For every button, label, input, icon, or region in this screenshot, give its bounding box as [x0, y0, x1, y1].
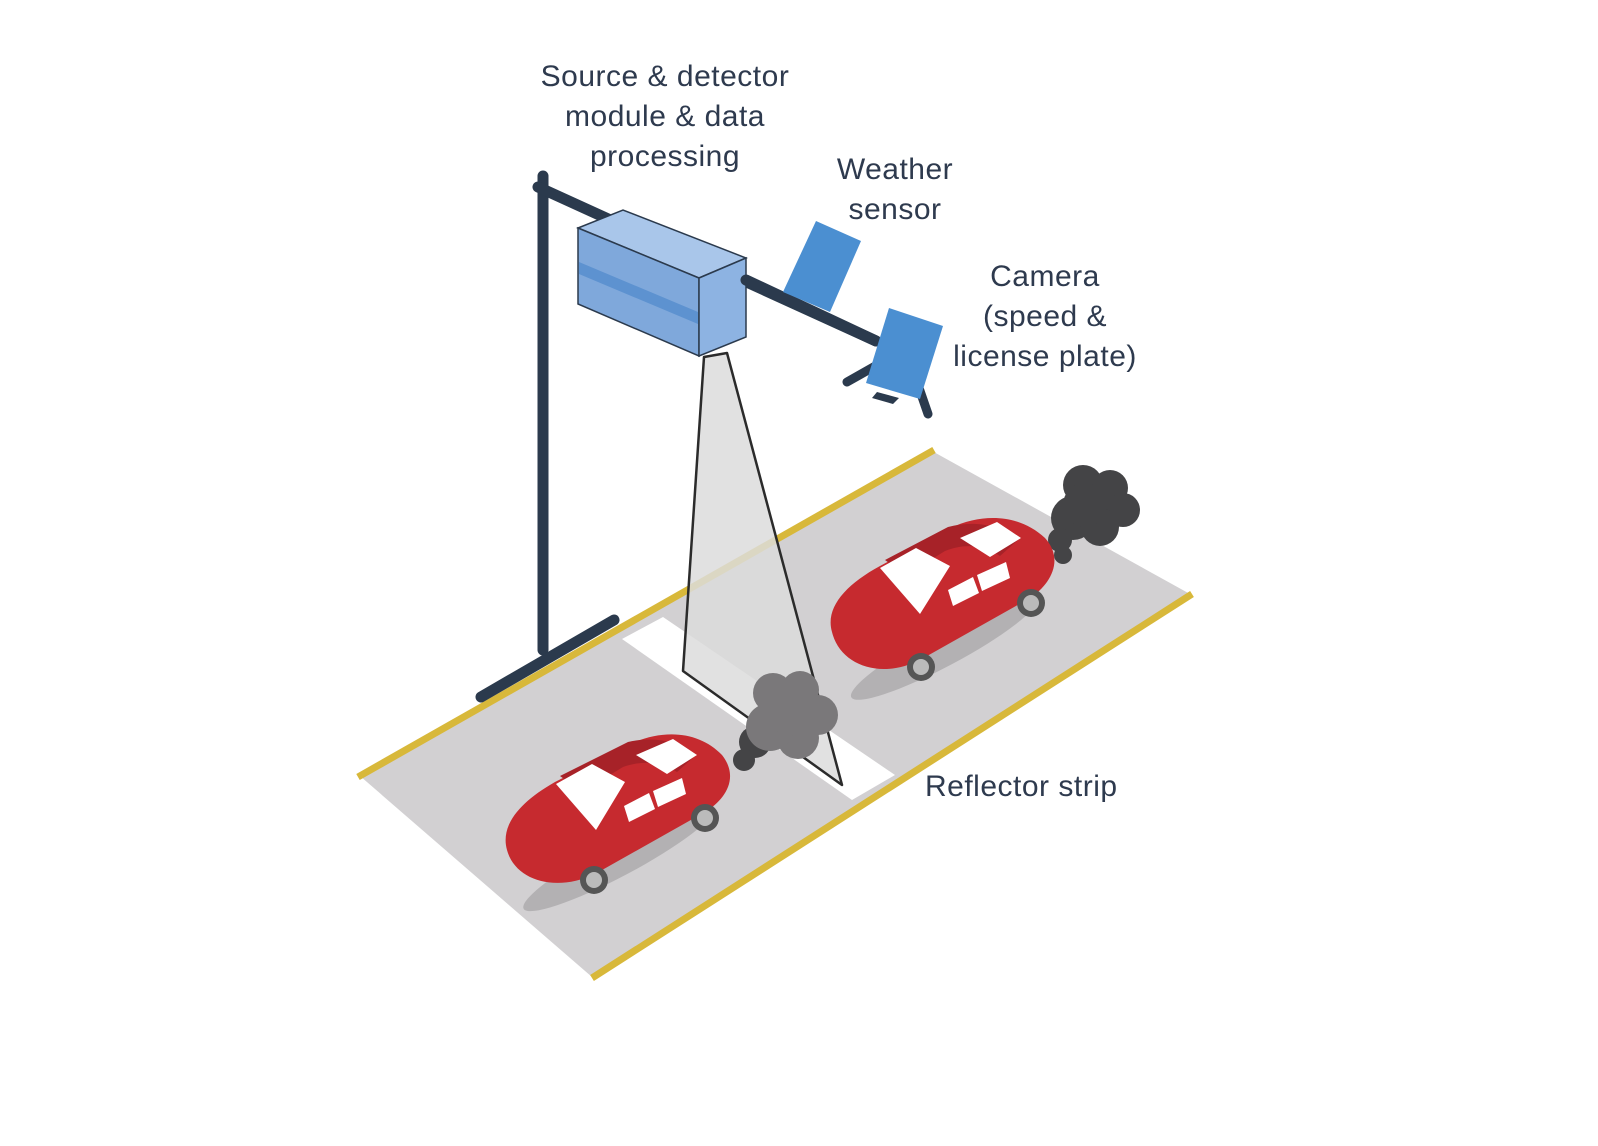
camera-label-line-3: license plate) [953, 340, 1137, 373]
car-front [505, 734, 731, 912]
camera-label: Camera (speed & license plate) [920, 257, 1170, 377]
source-detector-module [576, 209, 748, 358]
camera [842, 308, 943, 419]
source-detector-label: Source & detector module & data processi… [495, 57, 835, 177]
source-detector-label-line-2: module & data [565, 100, 765, 133]
weather-sensor-label-line-2: sensor [848, 193, 942, 226]
smoke-rear-car [1048, 465, 1140, 564]
reflector-strip-label: Reflector strip [925, 770, 1118, 803]
road-edge-left [356, 446, 936, 781]
weather-sensor-label-line-1: Weather [836, 153, 954, 186]
gantry-arm-front [740, 274, 882, 347]
road-edge-right [590, 591, 1194, 981]
source-detector-label-line-3: processing [589, 140, 741, 173]
car-rear [830, 517, 1055, 700]
weather-sensor-label: Weather sensor [810, 150, 980, 230]
weather-sensor [783, 221, 861, 312]
smoke-front-car [733, 671, 838, 771]
camera-label-line-1: Camera [990, 260, 1100, 293]
source-detector-label-line-1: Source & detector [540, 60, 790, 93]
camera-label-line-2: (speed & [982, 300, 1108, 333]
